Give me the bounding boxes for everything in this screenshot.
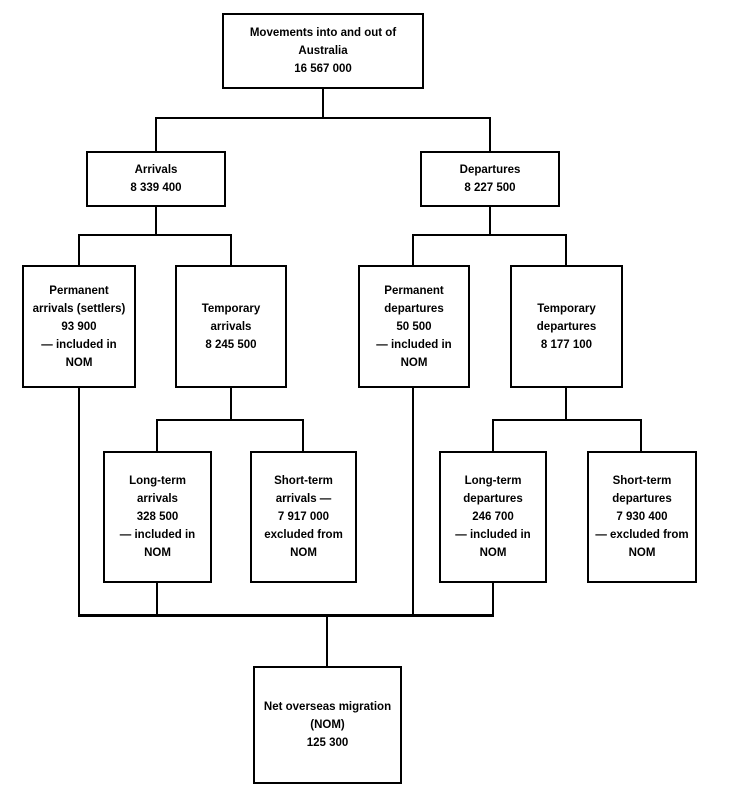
text-line: Short-term [274, 475, 333, 487]
node-temporary-departures: Temporary departures 8 177 100 [510, 265, 623, 388]
node-departures: Departures 8 227 500 [420, 151, 560, 207]
text-line: 16 567 000 [294, 63, 352, 75]
text-line: departures [612, 493, 672, 505]
text-line: 8 227 500 [464, 182, 516, 194]
connector-shortterm-departures-drop [640, 419, 642, 451]
connector-temporary-departures-drop [565, 234, 567, 265]
text-line: Temporary [537, 302, 596, 315]
text-line: 125 300 [306, 737, 349, 749]
text-line: NOM [65, 356, 93, 369]
connector-arrivals-drop [155, 117, 157, 151]
connector-longterm-arrivals-to-nom [156, 583, 158, 617]
text-line: arrivals (settlers) [32, 302, 126, 315]
connector-temporary-arrivals-stem [230, 388, 232, 421]
node-longterm-arrivals: Long-term arrivals 328 500 — included in… [103, 451, 212, 583]
text-line: — included in [41, 338, 117, 351]
node-longterm-departures: Long-term departures 246 700 — included … [439, 451, 547, 583]
text-line: Movements into and out of [249, 27, 397, 39]
text-line: Departures [459, 164, 521, 176]
node-permanent-departures: Permanent departures 50 500 — included i… [358, 265, 470, 388]
connector-departures-drop [489, 117, 491, 151]
connector-arrivals-children-horizontal [78, 234, 232, 236]
text-line: 246 700 [472, 511, 514, 523]
text-line: NOM [628, 547, 656, 559]
text-line: — included in [455, 529, 531, 541]
text-line: 7 930 400 [616, 511, 668, 523]
text-line: Permanent [384, 284, 444, 297]
text-line: 93 900 [61, 320, 97, 333]
connector-nom-horizontal [78, 614, 494, 617]
connector-nom-stem [326, 614, 328, 666]
text-line: 328 500 [136, 511, 179, 523]
text-line: Australia [298, 45, 348, 57]
text-line: NOM [290, 547, 317, 559]
node-shortterm-arrivals: Short-term arrivals — 7 917 000 excluded… [250, 451, 357, 583]
text-line: 7 917 000 [277, 511, 330, 523]
connector-temporary-arrivals-drop [230, 234, 232, 265]
text-line: arrivals [210, 320, 252, 333]
connector-arrivals-terms-horizontal [156, 419, 304, 421]
text-line: — included in [119, 529, 196, 541]
connector-longterm-arrivals-drop [156, 419, 158, 451]
text-line: excluded from [264, 529, 343, 541]
connector-shortterm-arrivals-drop [302, 419, 304, 451]
node-shortterm-departures: Short-term departures 7 930 400 — exclud… [587, 451, 697, 583]
text-line: arrivals — [275, 493, 332, 505]
connector-permanent-arrivals-to-nom [78, 388, 80, 617]
node-permanent-arrivals: Permanent arrivals (settlers) 93 900 — i… [22, 265, 136, 388]
node-temporary-arrivals: Temporary arrivals 8 245 500 [175, 265, 287, 388]
node-root: Movements into and out of Australia 16 5… [222, 13, 424, 89]
connector-longterm-departures-to-nom [492, 583, 494, 617]
text-line: Permanent [49, 284, 109, 297]
connector-level2-horizontal [155, 117, 491, 119]
node-net-overseas-migration: Net overseas migration (NOM) 125 300 [253, 666, 402, 784]
connector-root-stem [322, 89, 324, 118]
text-line: NOM [479, 547, 507, 559]
connector-temporary-departures-stem [565, 388, 567, 421]
connector-departures-children-horizontal [412, 234, 567, 236]
text-line: 50 500 [396, 320, 432, 333]
connector-permanent-arrivals-drop [78, 234, 80, 265]
text-line: — excluded from [595, 529, 689, 541]
text-line: (NOM) [310, 719, 345, 731]
text-line: Long-term [464, 475, 522, 487]
text-line: 8 245 500 [205, 338, 257, 351]
text-line: Temporary [201, 302, 261, 315]
text-line: Short-term [612, 475, 672, 487]
text-line: — included in [376, 338, 452, 351]
text-line: Net overseas migration [263, 701, 392, 713]
connector-permanent-departures-drop [412, 234, 414, 265]
connector-departures-stem [489, 207, 491, 236]
connector-permanent-departures-to-nom [412, 388, 414, 617]
connector-arrivals-stem [155, 207, 157, 236]
connector-departures-terms-horizontal [492, 419, 642, 421]
text-line: arrivals [137, 493, 178, 505]
text-line: Long-term [129, 475, 186, 487]
text-line: NOM [144, 547, 171, 559]
connector-longterm-departures-drop [492, 419, 494, 451]
node-arrivals: Arrivals 8 339 400 [86, 151, 226, 207]
text-line: NOM [400, 356, 428, 369]
text-line: departures [384, 302, 444, 315]
text-line: departures [463, 493, 523, 505]
text-line: 8 339 400 [130, 182, 182, 194]
text-line: departures [536, 320, 597, 333]
text-line: Arrivals [134, 164, 178, 176]
text-line: 8 177 100 [540, 338, 593, 351]
